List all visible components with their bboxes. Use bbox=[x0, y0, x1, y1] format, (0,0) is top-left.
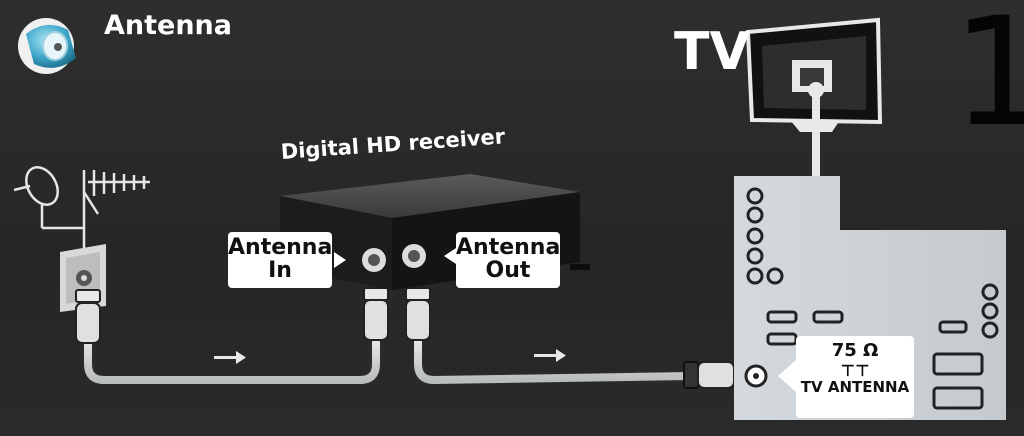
satellite-dish-icon bbox=[13, 166, 84, 230]
antenna-out-line2: Out bbox=[485, 258, 531, 284]
antenna-in-line2: In bbox=[268, 258, 292, 284]
cable-receiver-to-tv bbox=[405, 287, 735, 389]
coax-symbol-icon: ⊤⊤ bbox=[840, 360, 870, 380]
antenna-out-line1: Antenna bbox=[456, 235, 561, 260]
step-number: 1 bbox=[952, 0, 1024, 160]
antenna-in-line1: Antenna bbox=[228, 235, 333, 260]
arrow-right-icon bbox=[534, 349, 566, 362]
tv-antenna-impedance: 75 Ω bbox=[831, 340, 879, 361]
tv-label: TV bbox=[674, 22, 750, 82]
tv-antenna-callout: 75 Ω ⊤⊤ TV ANTENNA bbox=[796, 336, 914, 418]
arrow-right-icon bbox=[214, 351, 246, 364]
cable-antenna-to-receiver bbox=[75, 287, 389, 387]
aerial-antenna-icon bbox=[82, 170, 150, 252]
header-title: Antenna bbox=[104, 10, 232, 41]
antenna-icon bbox=[18, 18, 76, 74]
antenna-in-label: Antenna In bbox=[228, 232, 332, 288]
tv-icon bbox=[745, 17, 883, 230]
tv-antenna-label: TV ANTENNA bbox=[800, 378, 910, 397]
antenna-out-label: Antenna Out bbox=[456, 232, 560, 288]
